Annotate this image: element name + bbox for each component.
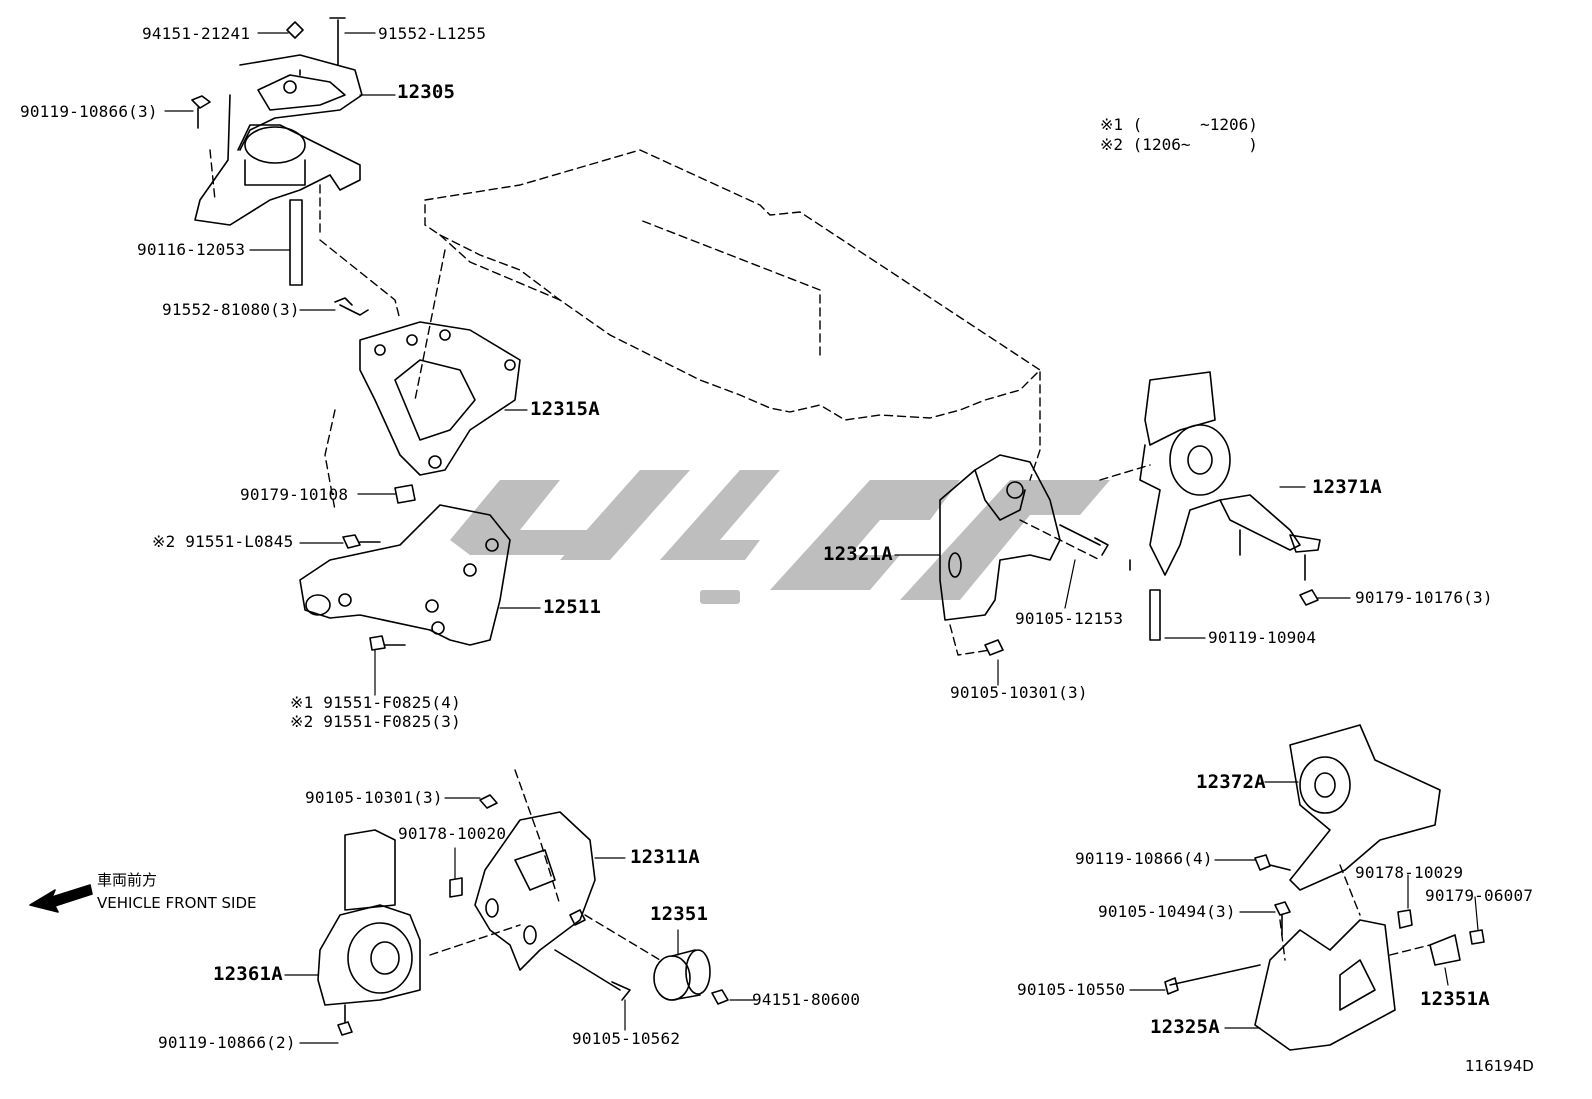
part-label[interactable]: 90119-10866(4) bbox=[1075, 849, 1213, 868]
part-label[interactable]: ※2 91551-F0825(3) bbox=[290, 712, 461, 731]
part-label[interactable]: 12321A bbox=[823, 543, 893, 565]
watermark-logo bbox=[450, 470, 1110, 604]
part-label[interactable]: 90179-06007 bbox=[1425, 886, 1534, 905]
part-label[interactable]: 91552-L1255 bbox=[378, 24, 487, 43]
part-label[interactable]: 12311A bbox=[630, 846, 700, 868]
bracket-12311A bbox=[449, 794, 631, 1001]
part-label[interactable]: 12371A bbox=[1312, 476, 1382, 498]
mount-12371A bbox=[1129, 371, 1321, 641]
part-label[interactable]: 12305 bbox=[397, 81, 456, 103]
part-label[interactable]: 90119-10866(3) bbox=[20, 102, 158, 121]
front-label-en: VEHICLE FRONT SIDE bbox=[97, 894, 257, 912]
part-label[interactable]: 12361A bbox=[213, 963, 283, 985]
part-label[interactable]: 12372A bbox=[1196, 771, 1266, 793]
part-label[interactable]: ※1 91551-F0825(4) bbox=[290, 693, 461, 712]
part-label[interactable]: 90178-10029 bbox=[1355, 863, 1464, 882]
part-label[interactable]: 90105-10494(3) bbox=[1098, 902, 1236, 921]
mount-12372A bbox=[1254, 724, 1441, 891]
part-label[interactable]: 12315A bbox=[530, 398, 600, 420]
part-label[interactable]: 90105-12153 bbox=[1015, 609, 1124, 628]
part-label[interactable]: 90116-12053 bbox=[137, 240, 246, 259]
mount-12361A bbox=[317, 829, 421, 1036]
part-label[interactable]: 90179-10108 bbox=[240, 485, 349, 504]
part-label[interactable]: 94151-80600 bbox=[752, 990, 861, 1009]
part-label[interactable]: 90119-10866(2) bbox=[158, 1033, 296, 1052]
part-label[interactable]: 12325A bbox=[1150, 1016, 1220, 1038]
mount-12305 bbox=[191, 17, 363, 286]
part-label[interactable]: 91552-81080(3) bbox=[162, 300, 300, 319]
front-label-jp: 車両前方 bbox=[97, 871, 158, 889]
bracket-12321A bbox=[939, 454, 1109, 656]
note-1: ※1 ( ~1206) bbox=[1100, 115, 1258, 134]
front-arrow bbox=[29, 884, 93, 913]
part-label[interactable]: 90179-10176(3) bbox=[1355, 588, 1493, 607]
bracket-12325A bbox=[1164, 901, 1485, 1051]
bushing-12351 bbox=[653, 949, 729, 1005]
part-label[interactable]: 90105-10301(3) bbox=[950, 683, 1088, 702]
part-label[interactable]: 90105-10550 bbox=[1017, 980, 1126, 999]
part-label[interactable]: 12351 bbox=[650, 903, 709, 925]
part-label[interactable]: 12351A bbox=[1420, 988, 1490, 1010]
bracket-12315A bbox=[334, 297, 521, 504]
note-2: ※2 (1206~ ) bbox=[1100, 135, 1258, 154]
diagram-code: 116194D bbox=[1465, 1057, 1534, 1075]
part-label[interactable]: 90178-10020 bbox=[398, 824, 507, 843]
leader-lines bbox=[164, 32, 1479, 1044]
part-label[interactable]: 90119-10904 bbox=[1208, 628, 1317, 647]
part-label[interactable]: ※2 91551-L0845 bbox=[152, 532, 294, 551]
part-label[interactable]: 90105-10562 bbox=[572, 1029, 681, 1048]
part-label[interactable]: 12511 bbox=[543, 596, 602, 618]
part-label[interactable]: 94151-21241 bbox=[142, 24, 251, 43]
part-label[interactable]: 90105-10301(3) bbox=[305, 788, 443, 807]
bracket-12511 bbox=[299, 504, 511, 651]
